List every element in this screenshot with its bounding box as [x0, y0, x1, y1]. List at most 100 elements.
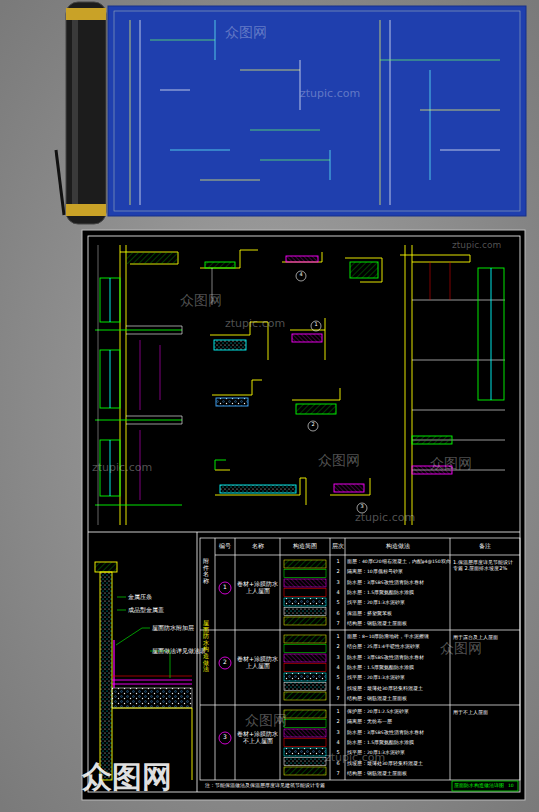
layer-sketch [284, 579, 326, 587]
layer-number: 2 [334, 719, 342, 725]
layer-number: 3 [334, 580, 342, 586]
watermark: ztupic.com [355, 512, 415, 525]
part-label: 屋面做法详见做法表 [152, 648, 206, 654]
watermark: ztupic.com [300, 88, 360, 101]
layer-number: 1 [334, 634, 342, 640]
layer-number: 4 [334, 740, 342, 746]
layer-sketch [284, 710, 326, 718]
layer-spec: 结合层：25厚1:4干硬性水泥砂浆 [347, 644, 420, 649]
layer-spec: 结构层：钢筋混凝土屋面板 [347, 621, 407, 626]
part-label: 成品型金属盖 [128, 607, 164, 613]
layer-sketch [284, 683, 326, 691]
layer-sketch [284, 767, 326, 775]
part-label: 屋面防水附加层 [152, 625, 194, 631]
row-name: 卷材+涂膜防水 上人屋面 [236, 581, 279, 595]
row-name: 卷材+涂膜防水 上人屋面 [236, 656, 279, 670]
layer-sketch [284, 608, 326, 616]
table-cell: 屋面防水构造做法 [203, 620, 209, 673]
remark-cell: 1.保温层厚度详见节能设计专篇 2.屋面排水坡度2% [453, 560, 517, 572]
layer-spec: 防水层：3厚SBS改性沥青防水卷材 [347, 655, 424, 660]
row-number: 1 [219, 584, 231, 591]
callout-number: 3 [359, 504, 365, 510]
layer-sketch [284, 692, 326, 700]
title-block: 屋面防水构造做法详图 [454, 783, 504, 788]
layer-spec: 保护层：20厚1:2.5水泥砂浆 [347, 709, 409, 714]
remark-cell: 用于露台及上人屋面 [453, 635, 517, 641]
layer-sketch [284, 729, 326, 737]
note: 注：节能保温做法及保温层厚度详见建筑节能设计专篇 [205, 783, 325, 789]
watermark: 众图网 [440, 640, 482, 656]
layer-sketch [284, 570, 326, 578]
layer-sketch [284, 664, 326, 672]
paper-roll [66, 2, 106, 224]
row-number: 3 [219, 734, 231, 741]
layer-spec: 隔离层：10厚低标号砂浆 [347, 569, 403, 574]
watermark: 众图网 [225, 24, 267, 40]
layer-sketch [284, 598, 326, 606]
layer-spec: 面层：40厚C20细石混凝土，内配φ4@150双向 [347, 559, 451, 564]
layer-spec: 找坡层：最薄处30厚轻集料混凝土 [347, 761, 423, 766]
layer-spec: 找平层：20厚1:3水泥砂浆 [347, 600, 405, 605]
layer-spec: 找平层：20厚1:3水泥砂浆 [347, 675, 405, 680]
wall-section [400, 245, 505, 525]
layer-number: 4 [334, 590, 342, 596]
layer-number: 1 [334, 709, 342, 715]
callout-number: 4 [298, 272, 304, 278]
column-header: 名称 [235, 543, 280, 550]
wall-section [95, 245, 182, 525]
part-label: 金属压条 [128, 594, 152, 600]
layer-spec: 找坡层：最薄处30厚轻集料混凝土 [347, 686, 423, 691]
layer-spec: 防水层：1.5厚聚氨酯防水涂膜 [347, 740, 414, 745]
layer-number: 6 [334, 761, 342, 767]
layer-sketch [284, 758, 326, 766]
layer-number: 3 [334, 730, 342, 736]
layer-sketch [284, 720, 326, 728]
callout-circle [311, 321, 321, 331]
blueprint-sheet [108, 6, 526, 216]
layer-spec: 结构层：钢筋混凝土屋面板 [347, 771, 407, 776]
layer-number: 3 [334, 655, 342, 661]
layer-sketch [284, 739, 326, 747]
layer-spec: 面层：8~10厚防滑地砖，干水泥擦缝 [347, 634, 429, 639]
column-header: 备注 [450, 543, 520, 550]
layer-sketch [284, 645, 326, 653]
layer-number: 2 [334, 569, 342, 575]
layer-number: 5 [334, 675, 342, 681]
layer-sketch [284, 560, 326, 568]
layer-number: 1 [334, 559, 342, 565]
layer-number: 5 [334, 750, 342, 756]
column-header: 构造做法 [345, 543, 450, 550]
layer-spec: 隔离层：无纺布一层 [347, 719, 392, 724]
remark-cell: 用于不上人屋面 [453, 710, 517, 716]
row-number-circle [219, 657, 231, 669]
layer-spec: 防水层：1.5厚聚氨酯防水涂膜 [347, 665, 414, 670]
layer-number: 6 [334, 686, 342, 692]
callout-number: 2 [310, 422, 316, 428]
row-number-circle [219, 582, 231, 594]
layer-sketch [284, 589, 326, 597]
watermark: ztupic.com [92, 462, 152, 475]
layer-spec: 防水层：3厚SBS改性沥青防水卷材 [347, 580, 424, 585]
pen [56, 150, 64, 215]
layer-spec: 防水层：1.5厚聚氨酯防水涂膜 [347, 590, 414, 595]
layer-sketch [284, 748, 326, 756]
layer-number: 7 [334, 696, 342, 702]
layer-spec: 结构层：钢筋混凝土屋面板 [347, 696, 407, 701]
layer-spec: 防水层：3厚SBS改性沥青防水卷材 [347, 730, 424, 735]
layer-number: 5 [334, 600, 342, 606]
callout-number: 1 [313, 322, 319, 328]
layer-number: 4 [334, 665, 342, 671]
row-number-circle [219, 732, 231, 744]
layer-spec: 找平层：20厚1:3水泥砂浆 [347, 750, 405, 755]
layer-sketch [284, 654, 326, 662]
cad-sheet [82, 230, 525, 800]
watermark: 众图网 [245, 712, 287, 728]
layer-sketch [284, 673, 326, 681]
row-number: 2 [219, 659, 231, 666]
watermark: 众图网 [430, 455, 472, 471]
construction-table [200, 538, 520, 791]
row-name: 卷材+涂膜防水 不上人屋面 [236, 731, 279, 745]
callout-circle [296, 271, 306, 281]
